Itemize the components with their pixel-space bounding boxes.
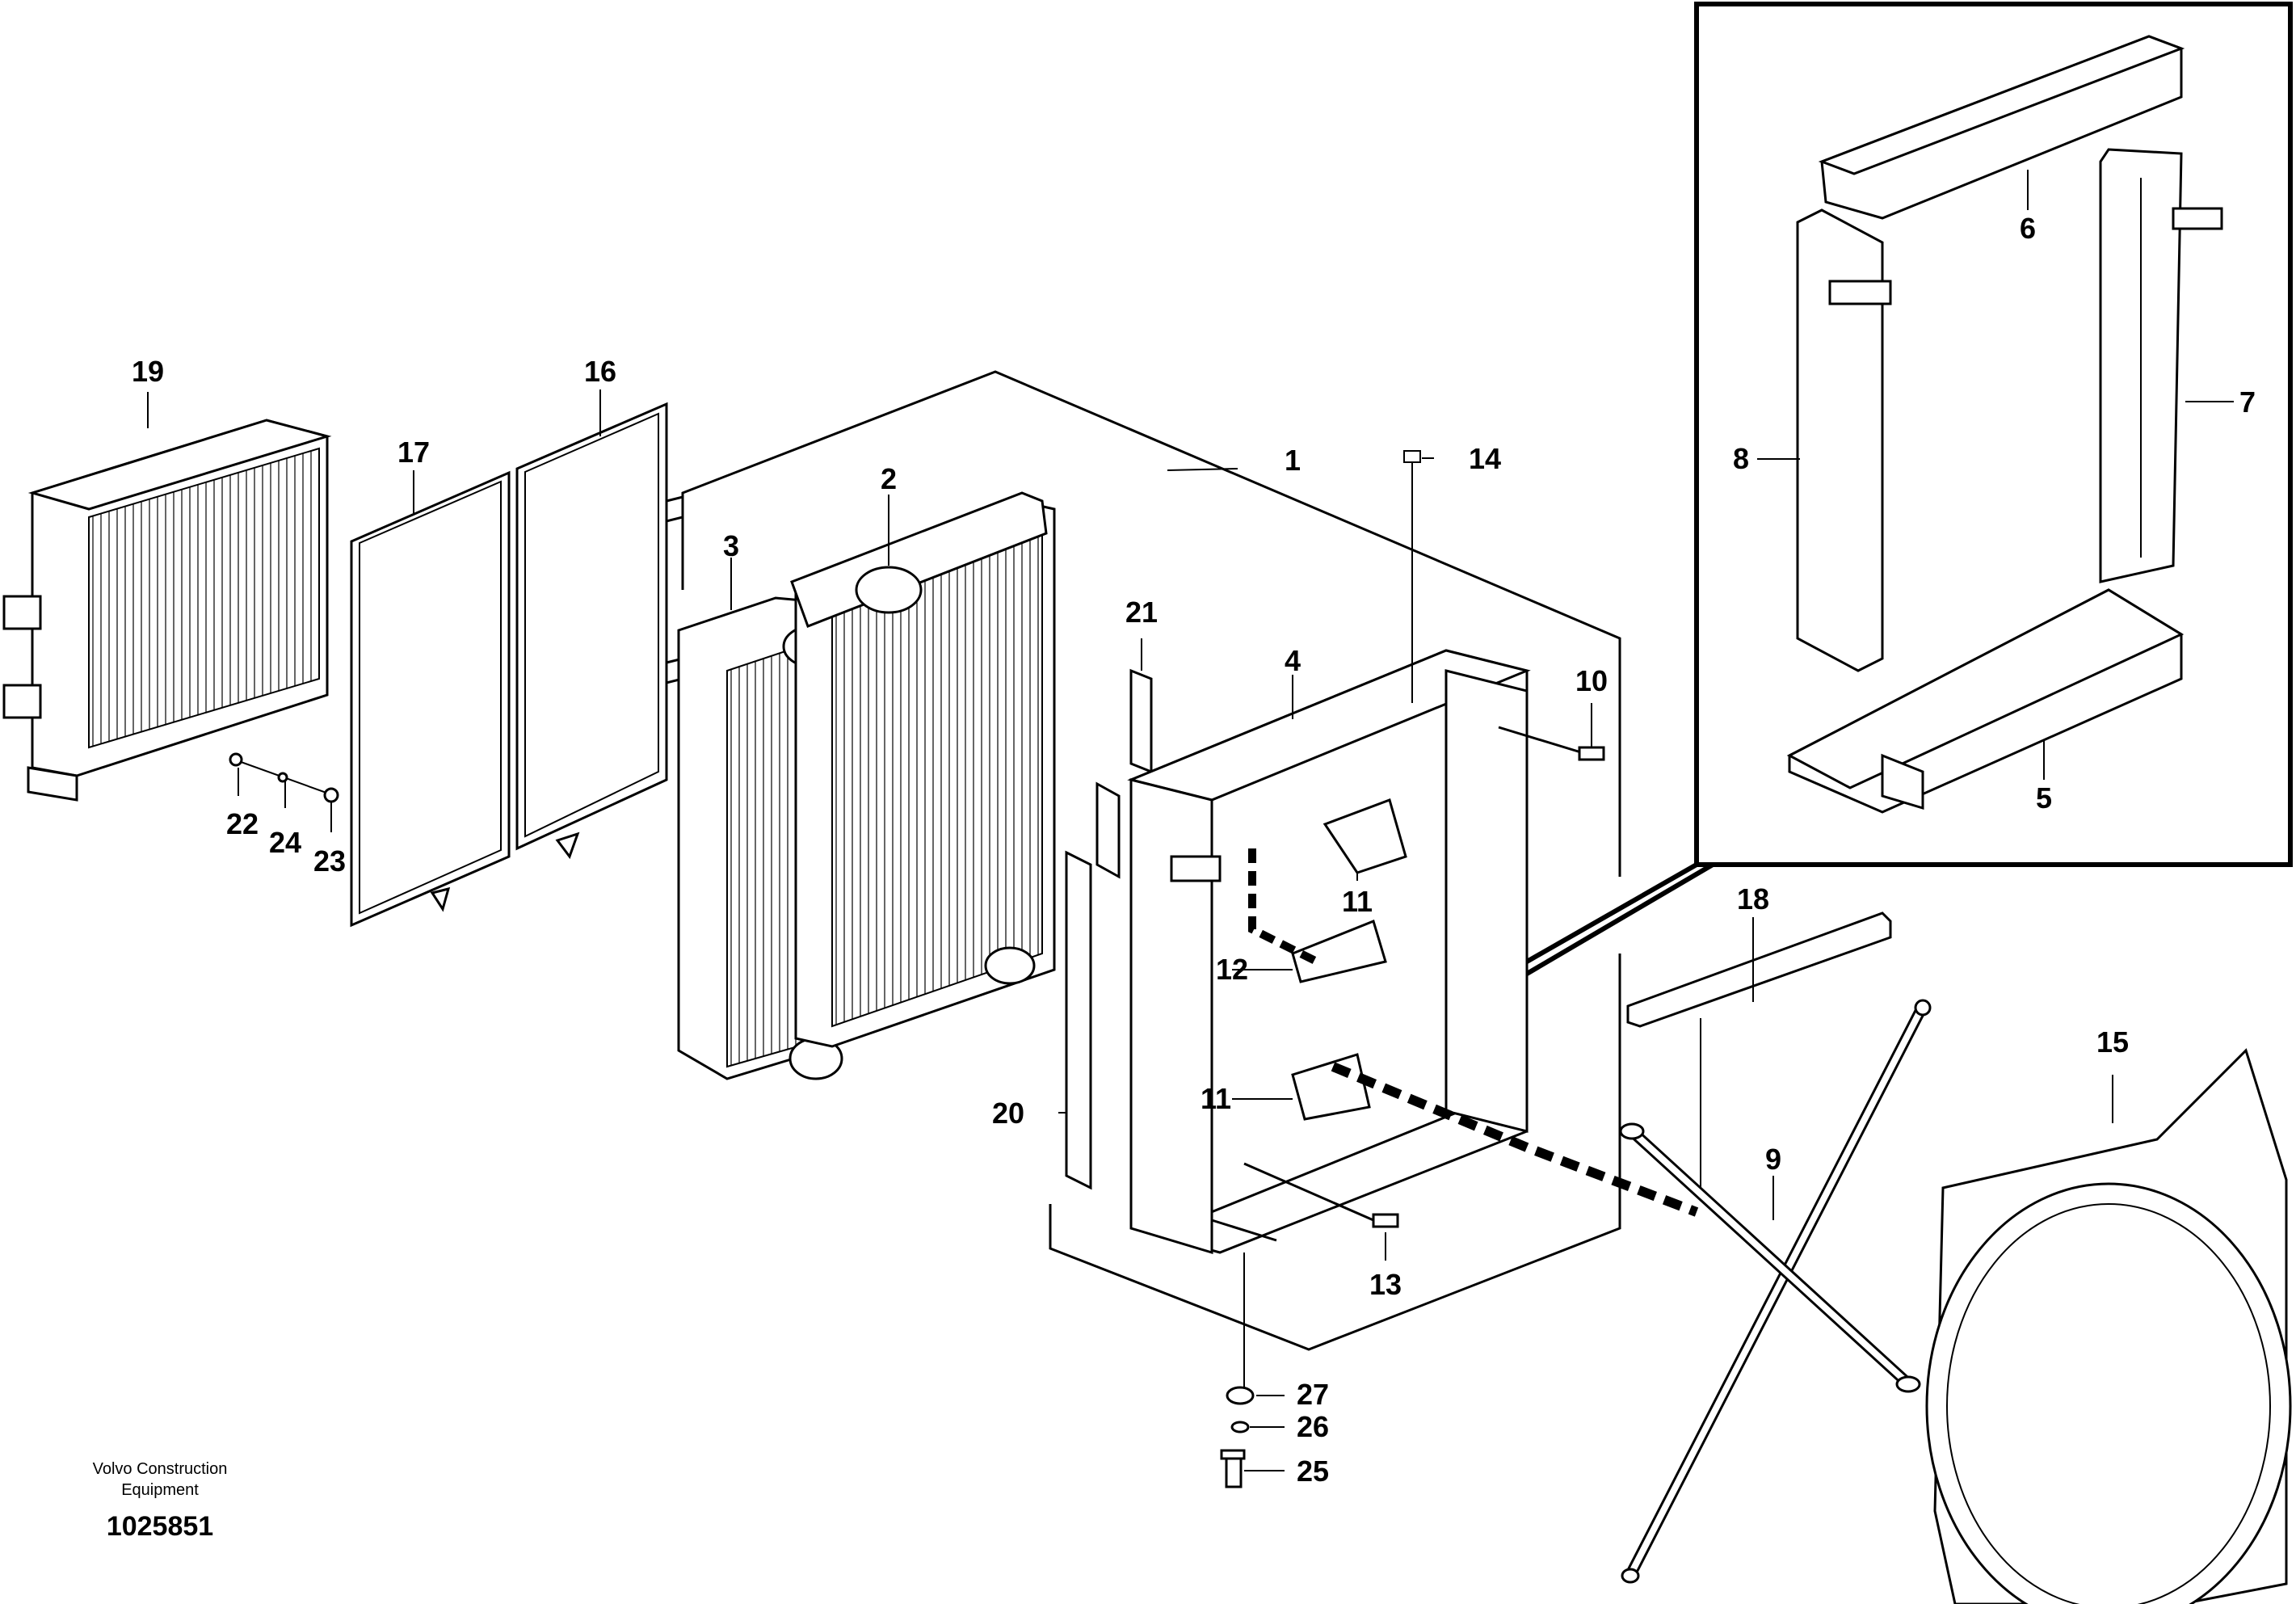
- cooler-frame-part-4: [1127, 649, 1531, 1255]
- side-plate-part-20: [1065, 781, 1121, 1190]
- callout-20: 20: [992, 1097, 1024, 1130]
- callout-6: 6: [2020, 212, 2036, 245]
- company-name-line2: Equipment: [121, 1481, 199, 1499]
- callout-21: 21: [1125, 596, 1158, 629]
- callout-4: 4: [1285, 644, 1301, 677]
- assembly-outline-part-1: [681, 370, 1621, 1351]
- company-name-line1: Volvo Construction: [93, 1460, 228, 1478]
- callout-27: 27: [1297, 1378, 1329, 1411]
- callout-3: 3: [723, 529, 739, 562]
- callout-23: 23: [313, 844, 346, 878]
- footer-credit: Volvo Construction Equipment 1025851: [93, 1460, 228, 1542]
- leader-lines: [147, 170, 2234, 1471]
- document-number: 1025851: [107, 1511, 213, 1542]
- callout-9: 9: [1765, 1143, 1781, 1176]
- callout-10: 10: [1575, 664, 1608, 697]
- fan-stay-part-9: [1619, 999, 1932, 1584]
- radiator-part-2: [790, 491, 1056, 1048]
- callout-18: 18: [1737, 882, 1769, 916]
- bracket-part-21: [1129, 668, 1153, 774]
- callout-8: 8: [1733, 442, 1749, 475]
- callout-2: 2: [881, 462, 897, 495]
- callout-17: 17: [397, 436, 430, 469]
- sensor-part-13: [1243, 1162, 1399, 1228]
- callout-11-lower: 11: [1201, 1082, 1231, 1115]
- callout-26: 26: [1297, 1410, 1329, 1443]
- callout-13: 13: [1369, 1268, 1402, 1301]
- seal-strip-part-18: [1626, 911, 1892, 1200]
- fan-shroud-part-15: [1925, 1048, 2292, 1604]
- callout-5: 5: [2036, 781, 2052, 815]
- callout-22: 22: [226, 807, 259, 840]
- oil-cooler-part-19: [2, 419, 332, 802]
- fasteners-parts-25-26-27: [1220, 1252, 1255, 1488]
- hose-clamp-parts-22-23-24: [229, 752, 339, 803]
- screen-frame-part-16: [515, 402, 684, 860]
- callout-7: 7: [2239, 385, 2256, 419]
- label-tag-part-14: [1403, 450, 1421, 463]
- callout-11-upper: 11: [1342, 885, 1373, 918]
- callout-12: 12: [1216, 953, 1248, 986]
- callout-24: 24: [269, 826, 301, 859]
- intercooler-part-3: [677, 596, 843, 1080]
- callout-numbers: 1 2 3 4 5 6 7 8 9 10 11 11 12 13 14 15 1…: [132, 212, 2256, 1488]
- callout-25: 25: [1297, 1455, 1329, 1488]
- inset-detail-box: [1525, 2, 2293, 976]
- screen-frame-part-17: [350, 470, 511, 928]
- callout-15: 15: [2096, 1025, 2129, 1059]
- callout-16: 16: [584, 355, 616, 388]
- callout-14: 14: [1469, 442, 1501, 475]
- dashed-connectors: [1248, 848, 1699, 1217]
- callout-1: 1: [1285, 444, 1301, 477]
- callout-19: 19: [132, 355, 164, 388]
